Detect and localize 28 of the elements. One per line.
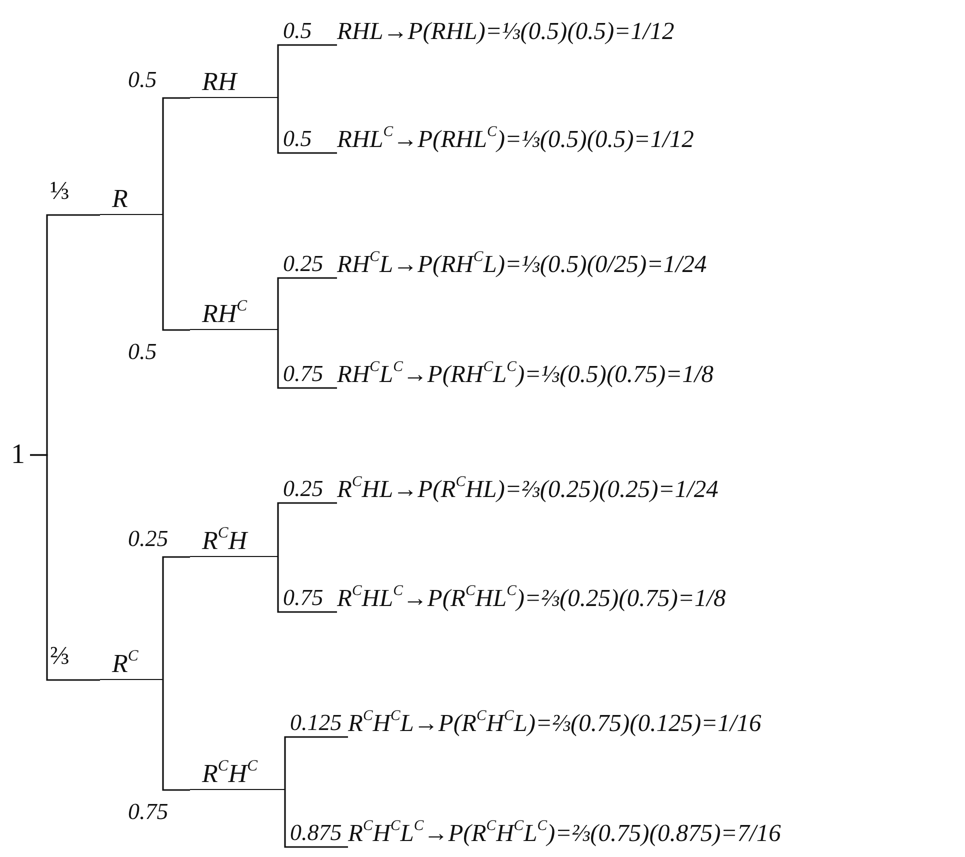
branch-line [162, 679, 190, 791]
branch-line [277, 97, 337, 154]
branch-line [277, 329, 337, 389]
outcome-text: RHL→P(RHL)=⅓(0.5)(0.5)=1/12 [337, 17, 674, 49]
outcome-text: R$^{C}$H$^{C}$L$^{C}$→P(R$^{C}$H$^{C}$L$^{C}$)=⅔(0.75)(0.875)=7/16 [348, 819, 781, 851]
branch-line [30, 454, 100, 681]
outcome-text: R$^{C}$HL→P(R$^{C}$HL)=⅔(0.25)(0.25)=1/24 [337, 475, 718, 507]
branch-line [284, 736, 348, 791]
branch-line [162, 556, 190, 681]
branch-label: RH [190, 68, 278, 98]
branch-label: R [100, 185, 163, 215]
branch-line [277, 44, 337, 99]
branch-label: R$^{C}$ [100, 650, 163, 680]
outcome-text: R$^{C}$HL$^{C}$→P(R$^{C}$HL$^{C}$)=⅔(0.25)(0.75)=1/8 [337, 584, 726, 616]
branch-line [162, 97, 190, 216]
branch-line [277, 556, 337, 613]
branch-label: R$^{C}$H [190, 527, 278, 557]
branch-label: R$^{C}$H$^{C}$ [190, 760, 285, 790]
branch-line [277, 277, 337, 331]
outcome-text: RH$^{C}$L→P(RH$^{C}$L)=⅓(0.5)(0/25)=1/24 [337, 250, 707, 282]
branch-line [162, 214, 190, 331]
root-label: 1 [6, 438, 30, 472]
outcome-text: RHL$^{C}$→P(RHL$^{C}$)=⅓(0.5)(0.5)=1/12 [337, 125, 694, 157]
branch-line [284, 789, 348, 848]
branch-label: RH$^{C}$ [190, 300, 278, 330]
outcome-text: R$^{C}$H$^{C}$L→P(R$^{C}$H$^{C}$L)=⅔(0.75)(0.125)=1/16 [348, 709, 762, 741]
branch-line [277, 502, 337, 558]
outcome-text: RH$^{C}$L$^{C}$→P(RH$^{C}$L$^{C}$)=⅓(0.5)(0.75)=1/8 [337, 360, 714, 392]
